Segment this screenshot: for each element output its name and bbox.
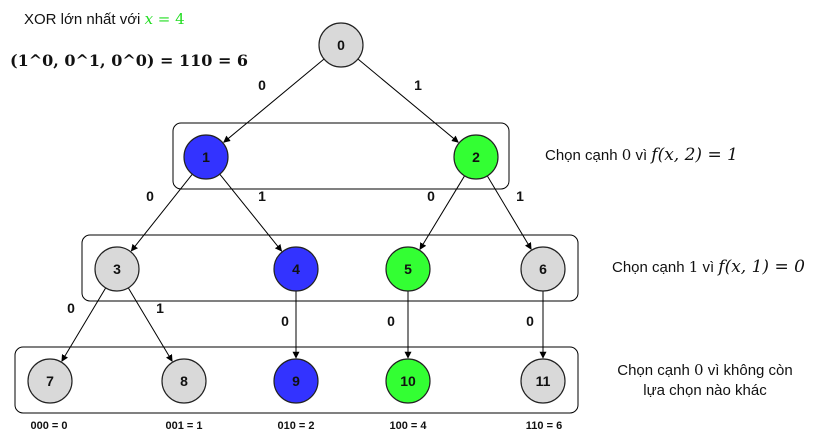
node-6: 6 — [520, 246, 566, 292]
node-9-circle — [273, 358, 319, 404]
x-variable: x — [144, 10, 154, 28]
note-level1-bit: 0 — [621, 146, 632, 164]
node-11-label: 11 — [536, 373, 551, 389]
node-7-circle — [27, 358, 73, 404]
node-9-label: 9 — [292, 373, 300, 389]
node-1-circle — [183, 134, 229, 180]
note-level1-mid: vì — [635, 147, 648, 164]
node-2-label: 2 — [472, 149, 480, 165]
edge-label-3-8: 1 — [156, 300, 164, 316]
node-5-label: 5 — [404, 261, 412, 277]
node-11: 11 — [520, 358, 566, 404]
leaf-value-3: 100 = 4 — [389, 420, 427, 432]
note-level2-formula: f(x, 1) = 0 — [718, 257, 805, 277]
level2-group-box — [81, 234, 579, 302]
node-3: 3 — [94, 246, 140, 292]
node-7: 7 — [27, 358, 73, 404]
node-1: 1 — [183, 134, 229, 180]
edge-label-5-10: 0 — [387, 313, 395, 329]
note-level3-text-b: vì không còn — [707, 362, 793, 379]
note-level1: Chọn cạnh 0 vì f(x, 2) = 1 — [545, 145, 738, 165]
node-3-label: 3 — [113, 261, 121, 277]
note-level2-bit: 1 — [688, 258, 699, 276]
edge-label-6-11: 0 — [526, 313, 534, 329]
note-level1-text: Chọn cạnh — [545, 147, 618, 164]
node-5-circle — [385, 246, 431, 292]
node-11-circle — [520, 358, 566, 404]
note-level2-mid: vì — [702, 259, 715, 276]
note-level3-bit: 0 — [693, 361, 704, 379]
leaf-value-2: 010 = 2 — [277, 420, 314, 432]
node-2-circle — [453, 134, 499, 180]
leaf-value-0: 000 = 0 — [30, 420, 67, 432]
node-8: 8 — [161, 358, 207, 404]
node-8-label: 8 — [180, 373, 188, 389]
node-9: 9 — [273, 358, 319, 404]
edge-1-3 — [130, 173, 193, 252]
node-6-circle — [520, 246, 566, 292]
max-xor-caption: XOR lớn nhất với x = 4 — [24, 10, 185, 28]
edge-1-4 — [219, 173, 283, 252]
node-10: 10 — [385, 358, 431, 404]
edge-label-4-9: 0 — [281, 313, 289, 329]
note-level1-formula: f(x, 2) = 1 — [651, 145, 738, 165]
note-level3-line2: lựa chọn nào khác — [643, 382, 767, 399]
node-1-label: 1 — [202, 149, 210, 165]
edge-label-0-1: 0 — [258, 77, 266, 93]
edge-3-8 — [127, 287, 173, 362]
edge-label-3-7: 0 — [67, 300, 75, 316]
edge-label-2-6: 1 — [516, 188, 524, 204]
level1-group-box — [172, 122, 510, 190]
node-3-circle — [94, 246, 140, 292]
node-10-circle — [385, 358, 431, 404]
edge-0-2 — [357, 58, 459, 143]
edge-label-1-3: 0 — [146, 188, 154, 204]
note-level2-text: Chọn cạnh — [612, 259, 685, 276]
edge-2-6 — [486, 175, 532, 250]
node-2: 2 — [453, 134, 499, 180]
note-level3-text: Chọn cạnh — [617, 362, 690, 379]
edge-label-1-4: 1 — [258, 188, 266, 204]
edge-2-5 — [419, 175, 466, 250]
note-level3: Chọn cạnh 0 vì không còn lựa chọn nào kh… — [590, 360, 820, 401]
node-0: 0 — [318, 22, 364, 68]
max-xor-prefix: XOR lớn nhất với — [24, 11, 141, 28]
node-8-circle — [161, 358, 207, 404]
edge-3-7 — [61, 287, 107, 362]
leaf-value-1: 001 = 1 — [165, 420, 202, 432]
node-0-label: 0 — [337, 37, 345, 53]
note-level3-line1: Chọn cạnh 0 vì không còn — [590, 360, 820, 381]
x-value: = 4 — [153, 10, 185, 28]
node-6-label: 6 — [539, 261, 547, 277]
node-5: 5 — [385, 246, 431, 292]
node-4: 4 — [273, 246, 319, 292]
node-0-circle — [318, 22, 364, 68]
note-level2: Chọn cạnh 1 vì f(x, 1) = 0 — [612, 257, 805, 277]
edge-0-1 — [223, 58, 325, 143]
xor-expression: (1^0, 0^1, 0^0) = 110 = 6 — [10, 51, 249, 70]
node-7-label: 7 — [46, 373, 54, 389]
node-4-label: 4 — [292, 261, 300, 277]
node-10-label: 10 — [400, 373, 416, 389]
leaf-value-4: 110 = 6 — [526, 420, 562, 432]
edge-label-0-2: 1 — [414, 77, 422, 93]
node-4-circle — [273, 246, 319, 292]
edge-label-2-5: 0 — [427, 188, 435, 204]
